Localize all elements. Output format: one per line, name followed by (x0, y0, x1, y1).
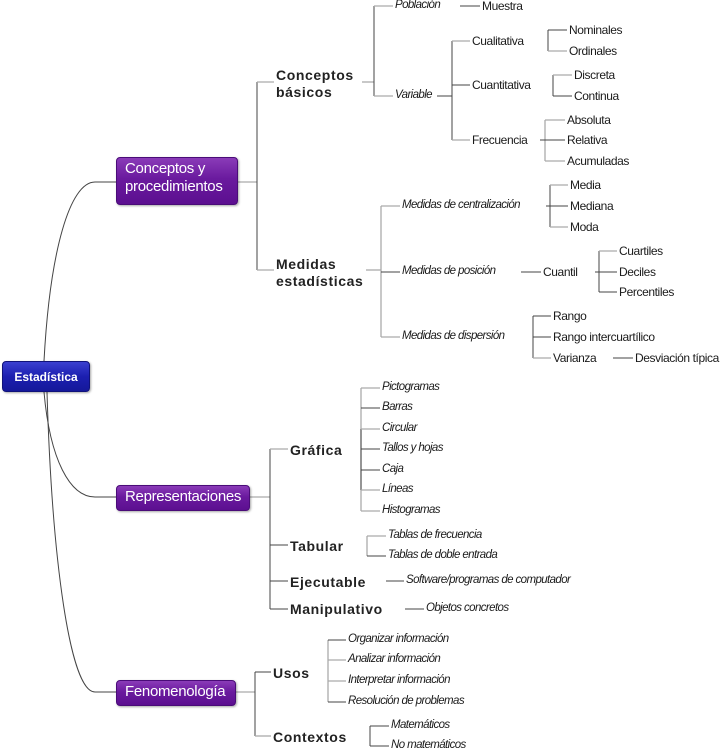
node-poblacion[interactable]: Población (395, 0, 441, 11)
node-cualitativa[interactable]: Cualitativa (472, 34, 524, 48)
node-relativa[interactable]: Relativa (567, 133, 608, 147)
branch-label-line2: procedimientos (125, 178, 223, 195)
node-grafica-item[interactable]: Barras (382, 401, 413, 413)
subnode-conceptos-basicos[interactable]: Conceptos básicos (276, 67, 354, 101)
subnode-usos[interactable]: Usos (273, 665, 310, 681)
node-grafica-item[interactable]: Histogramas (382, 504, 441, 516)
node-medidas-centralizacion[interactable]: Medidas de centralización (402, 199, 521, 211)
node-medidas-posicion[interactable]: Medidas de posición (402, 265, 496, 277)
subnode-grafica[interactable]: Gráfica (290, 442, 343, 458)
node-objetos-concretos[interactable]: Objetos concretos (426, 602, 509, 614)
node-varianza[interactable]: Varianza (553, 351, 597, 365)
node-cuantitativa[interactable]: Cuantitativa (472, 78, 531, 92)
node-acumuladas[interactable]: Acumuladas (567, 154, 630, 168)
node-media[interactable]: Media (570, 178, 601, 192)
node-rango[interactable]: Rango (553, 309, 587, 323)
subnode-medidas-estadisticas[interactable]: Medidas estadísticas (276, 256, 363, 290)
subnode-contextos[interactable]: Contextos (273, 729, 347, 745)
node-absoluta[interactable]: Absoluta (567, 113, 611, 127)
subnode-label-line1: Conceptos (276, 67, 354, 83)
connector-root-representaciones (43, 391, 116, 498)
branch-node-representaciones[interactable]: Representaciones (116, 485, 250, 511)
node-desviacion-tipica[interactable]: Desviación típica (635, 351, 719, 365)
node-contextos-item[interactable]: No matemáticos (391, 739, 466, 751)
node-percentiles[interactable]: Percentiles (619, 285, 674, 299)
root-label: Estadística (14, 369, 78, 384)
node-software[interactable]: Software/programas de computador (406, 574, 571, 586)
node-usos-item[interactable]: Resolución de problemas (348, 695, 465, 707)
node-tabular-item[interactable]: Tablas de doble entrada (388, 549, 498, 561)
node-discreta[interactable]: Discreta (574, 68, 615, 82)
subnode-ejecutable[interactable]: Ejecutable (290, 574, 367, 590)
subnode-label-line2: estadísticas (276, 273, 364, 289)
node-moda[interactable]: Moda (570, 220, 599, 234)
node-mediana[interactable]: Mediana (570, 199, 614, 213)
branch-node-conceptos-y-procedimientos[interactable]: Conceptos y procedimientos (116, 157, 238, 205)
node-cuartiles[interactable]: Cuartiles (619, 244, 663, 258)
node-medidas-dispersion[interactable]: Medidas de dispersión (402, 330, 505, 342)
branch-label-line1: Conceptos y (125, 160, 206, 177)
subnode-manipulativo[interactable]: Manipulativo (290, 601, 383, 617)
node-rango-intercuartilico[interactable]: Rango intercuartílico (553, 330, 655, 344)
node-continua[interactable]: Continua (574, 89, 619, 103)
subnode-label-line2: básicos (276, 84, 333, 100)
node-muestra[interactable]: Muestra (482, 0, 523, 13)
connector-root-fenomenologia (46, 391, 116, 693)
node-usos-item[interactable]: Interpretar información (348, 674, 451, 686)
node-frecuencia[interactable]: Frecuencia (472, 133, 528, 147)
connector-root-conceptos (43, 181, 116, 362)
node-cuantil[interactable]: Cuantil (543, 265, 578, 279)
root-node-estadistica[interactable]: Estadística (2, 361, 90, 392)
node-deciles[interactable]: Deciles (619, 265, 656, 279)
node-grafica-item[interactable]: Pictogramas (382, 381, 440, 393)
subnode-tabular[interactable]: Tabular (290, 538, 344, 554)
node-grafica-item[interactable]: Caja (382, 463, 404, 475)
branch-label: Fenomenología (125, 683, 226, 700)
node-usos-item[interactable]: Organizar información (348, 633, 449, 645)
node-usos-item[interactable]: Analizar información (348, 653, 441, 665)
node-grafica-item[interactable]: Líneas (382, 483, 414, 495)
node-grafica-item[interactable]: Circular (382, 422, 417, 434)
node-ordinales[interactable]: Ordinales (569, 44, 617, 58)
node-tabular-item[interactable]: Tablas de frecuencia (388, 529, 482, 541)
node-contextos-item[interactable]: Matemáticos (391, 719, 450, 731)
node-grafica-item[interactable]: Tallos y hojas (382, 442, 443, 454)
node-nominales[interactable]: Nominales (569, 23, 623, 37)
branch-node-fenomenologia[interactable]: Fenomenología (116, 680, 236, 706)
branch-label: Representaciones (125, 488, 242, 505)
subnode-label-line1: Medidas (276, 256, 337, 272)
node-variable[interactable]: Variable (395, 89, 433, 101)
